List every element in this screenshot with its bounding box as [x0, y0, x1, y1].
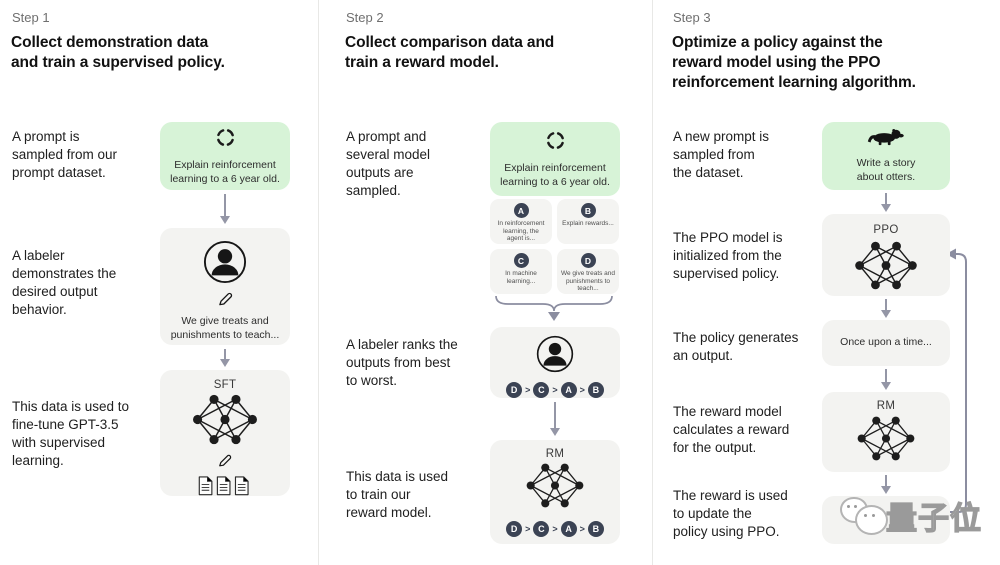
arrow-down-icon: [880, 193, 892, 212]
arrow-down-icon: [549, 402, 561, 436]
step2-rm-box: RM D > C > A: [490, 440, 620, 544]
chat-bubbles-logo-icon: [840, 489, 888, 541]
neural-network-icon: [855, 415, 917, 467]
step1-title: Collect demonstration data and train a s…: [11, 34, 225, 71]
step3-text-new-prompt: A new prompt is sampled from the dataset…: [673, 129, 770, 180]
arrow-down-icon: [880, 299, 892, 318]
step2-prompt-box: Explain reinforcement learning to a 6 ye…: [490, 122, 620, 196]
output-d-box: D We give treats and punishments to teac…: [557, 249, 619, 294]
column-divider: [652, 0, 653, 565]
step3-text-rm-reward: The reward model calculates a reward for…: [673, 404, 790, 455]
rank-badge: B: [587, 382, 604, 398]
neural-network-icon: [524, 462, 586, 514]
step1-text-prompt-sampled: A prompt is sampled from our prompt data…: [12, 129, 118, 180]
arrow-down-icon: [219, 194, 231, 224]
pencil-icon: [218, 292, 233, 312]
rank-badge: C: [533, 382, 550, 398]
rank-badge: D: [506, 382, 523, 398]
output-b-box: B Explain rewards...: [557, 199, 619, 244]
step2-text-train-rm: This data is used to train our reward mo…: [346, 469, 449, 520]
step2-labeler-rank-box: D > C > A > B: [490, 327, 620, 398]
bubble-large: [855, 505, 888, 535]
rm-model-label: RM: [545, 448, 565, 460]
output-c-box: C In machine learning...: [490, 249, 552, 294]
step1-text-labeler-demonstrates: A labeler demonstrates the desired outpu…: [12, 248, 117, 317]
person-icon: [536, 335, 574, 378]
output-b-text: Explain rewards...: [562, 220, 614, 227]
step1-prompt-text: Explain reinforcement learning to a 6 ye…: [170, 158, 280, 185]
watermark-text: 量子位: [885, 500, 982, 536]
arrow-down-icon: [880, 475, 892, 494]
rank-badge: C: [533, 521, 550, 537]
output-c-text: In machine learning...: [505, 270, 537, 285]
rank-badge: D: [506, 521, 523, 537]
step1-labeler-text: We give treats and punishments to teach.…: [170, 315, 280, 341]
brace-arrow-icon: [490, 293, 620, 325]
step3-title: Optimize a policy against the reward mod…: [672, 34, 916, 91]
rm-model-label: RM: [876, 400, 896, 412]
rank-separator: >: [579, 524, 585, 534]
model-outputs-grid: A In reinforcement learning, the agent i…: [490, 199, 619, 294]
step1-sft-box: SFT: [160, 370, 290, 496]
rank-separator: >: [579, 385, 585, 395]
step3-text-policy-output: The policy generates an output.: [673, 330, 799, 363]
step3-label: Step 3: [673, 10, 711, 25]
neural-network-icon: [852, 240, 920, 296]
output-d-text: We give treats and punishments to teach.…: [560, 270, 616, 293]
documents-icon: [198, 476, 252, 501]
rank-separator: >: [552, 524, 558, 534]
arrow-down-icon: [880, 369, 892, 390]
sft-model-label: SFT: [213, 379, 237, 391]
neural-network-icon: [190, 393, 260, 451]
step3-ppo-box: PPO: [822, 214, 950, 296]
output-a-badge: A: [513, 203, 529, 218]
step1-prompt-box: Explain reinforcement learning to a 6 ye…: [160, 122, 290, 190]
output-a-text: In reinforcement learning, the agent is.…: [497, 220, 545, 243]
rank-separator: >: [552, 385, 558, 395]
ppo-model-label: PPO: [873, 224, 899, 236]
step3-output-text: Once upon a time...: [840, 336, 932, 349]
step3-prompt-text: Write a story about otters.: [856, 157, 916, 183]
step3-rm-box: RM: [822, 392, 950, 472]
pencil-icon: [218, 454, 232, 473]
refresh-cycle-icon: [544, 129, 567, 157]
ranking-row: D > C > A > B: [506, 521, 604, 537]
rank-separator: >: [525, 385, 531, 395]
column-divider: [318, 0, 319, 565]
rank-badge: A: [560, 382, 577, 398]
step1-text-finetune: This data is used to fine-tune GPT-3.5 w…: [12, 399, 130, 468]
rank-badge: B: [587, 521, 604, 537]
step2-title: Collect comparison data and train a rewa…: [345, 34, 555, 71]
person-icon: [203, 240, 247, 289]
step3-prompt-box: Write a story about otters.: [822, 122, 950, 190]
output-a-box: A In reinforcement learning, the agent i…: [490, 199, 552, 244]
step1-labeler-box: We give treats and punishments to teach.…: [160, 228, 290, 345]
otter-icon: [866, 127, 906, 152]
output-c-badge: C: [513, 253, 529, 268]
step2-label: Step 2: [346, 10, 384, 25]
ranking-row: D > C > A > B: [506, 382, 604, 398]
step3-text-update-policy: The reward is used to update the policy …: [673, 488, 788, 539]
qbitai-watermark: 量子位: [840, 489, 982, 541]
step2-text-labeler-ranks: A labeler ranks the outputs from best to…: [346, 337, 458, 388]
rank-separator: >: [525, 524, 531, 534]
rank-badge: A: [560, 521, 577, 537]
step1-label: Step 1: [12, 10, 50, 25]
step3-output-box: Once upon a time...: [822, 320, 950, 366]
output-b-badge: B: [580, 203, 596, 218]
refresh-cycle-icon: [214, 126, 237, 154]
step2-prompt-text: Explain reinforcement learning to a 6 ye…: [500, 161, 610, 188]
output-d-badge: D: [580, 253, 596, 268]
step3-text-ppo-init: The PPO model is initialized from the su…: [673, 230, 783, 281]
step2-text-outputs-sampled: A prompt and several model outputs are s…: [346, 129, 431, 198]
arrow-down-icon: [219, 349, 231, 367]
